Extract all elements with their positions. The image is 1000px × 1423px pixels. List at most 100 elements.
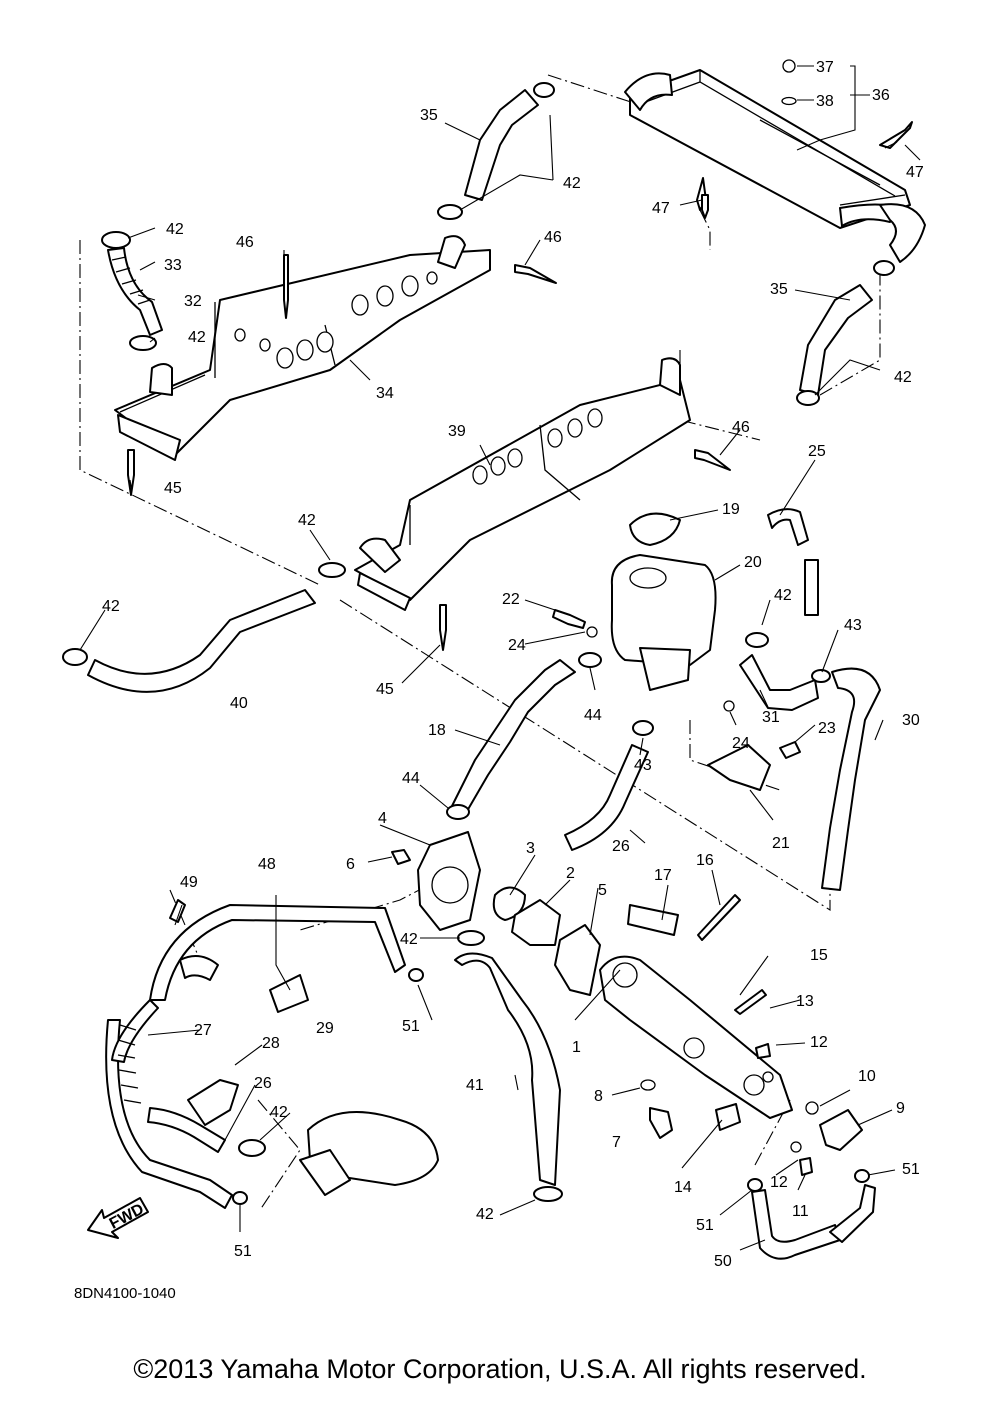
callout-36: 36 xyxy=(872,87,890,104)
leader-lines xyxy=(79,65,921,1251)
callout-20: 20 xyxy=(744,554,762,571)
callout-numbers: 37 36 3 8 35 42 47 47 42 46 46 33 35 32 4… xyxy=(74,59,924,1302)
bolt-icon xyxy=(552,609,586,629)
hose-clamp-icon xyxy=(437,204,463,220)
upper-right-radiator xyxy=(624,59,926,263)
callout-33: 33 xyxy=(164,257,182,274)
hose-clamp-icon xyxy=(811,669,831,683)
callout-18: 18 xyxy=(428,722,446,739)
callout-43: 43 xyxy=(844,617,862,634)
hose-clamp-icon xyxy=(578,652,602,668)
washer-icon xyxy=(805,1101,819,1115)
callout-26: 26 xyxy=(612,838,630,855)
thermostat-assembly xyxy=(417,831,679,996)
callout-42: 42 xyxy=(298,512,316,529)
cooling-system-parts-diagram: FWD 37 36 38 35 42 47 47 42 xyxy=(62,59,926,1302)
fasteners xyxy=(127,194,819,1176)
callout-44: 44 xyxy=(402,770,420,787)
callout-46: 46 xyxy=(544,229,562,246)
hose-clamp-icon xyxy=(854,1169,870,1183)
callout-2: 2 xyxy=(566,865,575,882)
callout-45: 45 xyxy=(164,480,182,497)
bolt-icon xyxy=(779,741,801,759)
hose-clamp-icon xyxy=(408,968,424,982)
mount-bolt-icon xyxy=(781,59,797,106)
callout-26: 26 xyxy=(254,1075,272,1092)
rivet-pin-icon xyxy=(283,254,289,319)
callout-35: 35 xyxy=(420,107,438,124)
hose-clamp-icon xyxy=(62,648,88,666)
callout-13: 13 xyxy=(796,993,814,1010)
hose-clamp-icon xyxy=(446,804,470,820)
callout-49: 49 xyxy=(180,874,198,891)
callout-42: 42 xyxy=(894,369,912,386)
callout-24: 24 xyxy=(732,735,750,752)
radiator-holes xyxy=(234,271,438,369)
washer-icon xyxy=(723,700,735,712)
callout-23: 23 xyxy=(818,720,836,737)
callout-47: 47 xyxy=(906,164,924,181)
hose-clamps xyxy=(62,82,895,1205)
callout-35: 35 xyxy=(770,281,788,298)
callout-12: 12 xyxy=(770,1174,788,1191)
callout-21: 21 xyxy=(772,835,790,852)
hose-clamp-icon xyxy=(232,1191,248,1205)
rivet-pin-icon xyxy=(439,604,447,651)
reservoir-tank xyxy=(610,512,771,791)
callout-44: 44 xyxy=(584,707,602,724)
callout-14: 14 xyxy=(674,1179,692,1196)
hose-clamp-icon xyxy=(796,390,820,406)
callout-24: 24 xyxy=(508,637,526,654)
callout-51: 51 xyxy=(902,1161,920,1178)
bolt-icon xyxy=(799,1157,813,1176)
callout-43: 43 xyxy=(634,757,652,774)
callout-40: 40 xyxy=(230,695,248,712)
callout-10: 10 xyxy=(858,1068,876,1085)
hose-clamp-icon xyxy=(873,260,895,276)
rivet-pin-icon xyxy=(694,449,731,471)
callout-51: 51 xyxy=(696,1217,714,1234)
callout-46: 46 xyxy=(236,234,254,251)
callout-46: 46 xyxy=(732,419,750,436)
callout-1: 1 xyxy=(572,1039,581,1056)
callout-51: 51 xyxy=(234,1243,252,1260)
diagram-code: 8DN4100-1040 xyxy=(74,1285,176,1302)
hose-clamp-icon xyxy=(318,562,346,578)
callout-29: 29 xyxy=(316,1020,334,1037)
callout-25: 25 xyxy=(808,443,826,460)
callout-3: 3 xyxy=(526,840,535,857)
callout-22: 22 xyxy=(502,591,520,608)
bolt-icon xyxy=(734,989,767,1015)
hose-clamp-icon xyxy=(101,231,131,249)
callout-47: 47 xyxy=(652,200,670,217)
callout-8: 8 xyxy=(594,1088,603,1105)
callout-7: 7 xyxy=(612,1134,621,1151)
callout-12: 12 xyxy=(810,1034,828,1051)
callout-41: 41 xyxy=(466,1077,484,1094)
callout-42: 42 xyxy=(563,175,581,192)
lower-radiator xyxy=(354,357,691,611)
water-pump-pipe-assembly xyxy=(179,955,863,1196)
callout-42: 42 xyxy=(166,221,184,238)
callout-28: 28 xyxy=(262,1035,280,1052)
hose-clamp-icon xyxy=(533,1186,563,1202)
callout-31: 31 xyxy=(762,709,780,726)
bolt-icon xyxy=(755,1043,771,1059)
rivet-pin-icon xyxy=(701,194,709,219)
copyright-notice: ©2013 Yamaha Motor Corporation, U.S.A. A… xyxy=(133,1354,867,1384)
assembly-reference-lines xyxy=(79,74,881,1211)
bolt-icon xyxy=(391,849,411,865)
rivet-pin-icon xyxy=(514,264,557,284)
callout-39: 39 xyxy=(448,423,466,440)
hose-clamp-icon xyxy=(129,335,157,351)
callout-16: 16 xyxy=(696,852,714,869)
callout-37: 37 xyxy=(816,59,834,76)
callout-17: 17 xyxy=(654,867,672,884)
hose-clamp-icon xyxy=(533,82,555,98)
washer-icon xyxy=(790,1141,802,1153)
callout-45: 45 xyxy=(376,681,394,698)
washer-icon xyxy=(586,626,598,638)
callout-5: 5 xyxy=(598,882,607,899)
upper-left-radiator xyxy=(114,235,491,461)
callout-32: 32 xyxy=(184,293,202,310)
